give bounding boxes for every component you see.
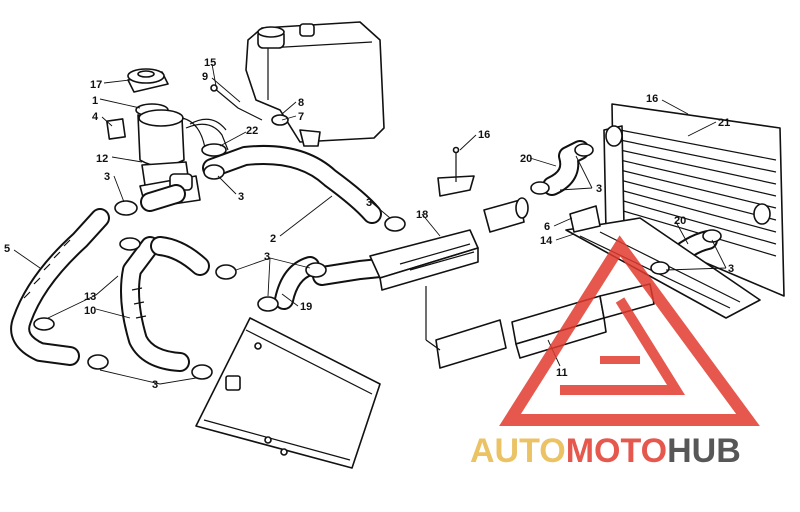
watermark-text-moto: MOTO	[566, 432, 667, 470]
callout-1: 1	[92, 95, 98, 107]
callout-5: 5	[4, 243, 10, 255]
callout-16a: 16	[478, 129, 490, 141]
callout-3e: 3	[264, 251, 270, 263]
radiator-cap	[127, 68, 169, 93]
callout-19: 19	[300, 301, 312, 313]
heat-exchanger-11	[425, 283, 655, 369]
callout-3f: 3	[596, 183, 602, 195]
callout-7: 7	[298, 111, 304, 123]
callout-18: 18	[416, 209, 428, 221]
callout-15: 15	[204, 57, 216, 69]
tunnel-cover-panel	[195, 317, 381, 469]
callout-6: 6	[544, 221, 550, 233]
callout-2: 2	[270, 233, 276, 245]
connecting-pipe	[312, 258, 390, 286]
hose-clamp	[33, 143, 722, 380]
callout-3c: 3	[366, 197, 372, 209]
left-coolant-hose	[10, 208, 110, 366]
callout-3b: 3	[238, 191, 244, 203]
callout-4: 4	[92, 111, 99, 123]
callout-labels: 17 1 4 12 15 9 8 7 22 3 3 2 3 5 13 10 3 …	[4, 57, 734, 391]
overflow-line	[185, 84, 263, 151]
callout-3a: 3	[104, 171, 110, 183]
callout-9: 9	[202, 71, 208, 83]
callout-22: 22	[246, 125, 258, 137]
watermark-triangle-icon	[499, 235, 760, 426]
radiator-21	[603, 103, 785, 297]
callout-16b: 16	[646, 93, 658, 105]
radiator-hose-upper	[542, 140, 590, 196]
bypass-pipe	[140, 184, 186, 212]
coolant-reservoir-tank	[245, 21, 385, 147]
callout-leader-lines	[13, 63, 727, 385]
hose-clamp-22	[201, 114, 289, 157]
callout-11: 11	[556, 367, 568, 379]
callout-3g: 3	[728, 263, 734, 275]
watermark-text-auto: AUTO	[470, 432, 566, 470]
callout-14: 14	[540, 235, 553, 247]
callout-13: 13	[84, 291, 96, 303]
upper-coolant-hose	[202, 144, 382, 224]
callout-21: 21	[718, 117, 730, 129]
callout-3d: 3	[152, 379, 158, 391]
svg-text:AUTOMOTOHUB: AUTOMOTOHUB	[470, 432, 741, 470]
watermark-logo: AUTOMOTOHUB	[470, 235, 760, 470]
callout-20a: 20	[520, 153, 532, 165]
callout-8: 8	[298, 97, 304, 109]
coupler-fitting	[483, 197, 529, 233]
middle-coolant-hose	[120, 236, 210, 372]
callout-20b: 20	[674, 215, 686, 227]
callout-12: 12	[96, 153, 108, 165]
heat-exchanger-18	[369, 146, 479, 291]
callout-10: 10	[84, 305, 96, 317]
watermark-text-hub: HUB	[667, 432, 741, 470]
callout-17: 17	[90, 79, 102, 91]
